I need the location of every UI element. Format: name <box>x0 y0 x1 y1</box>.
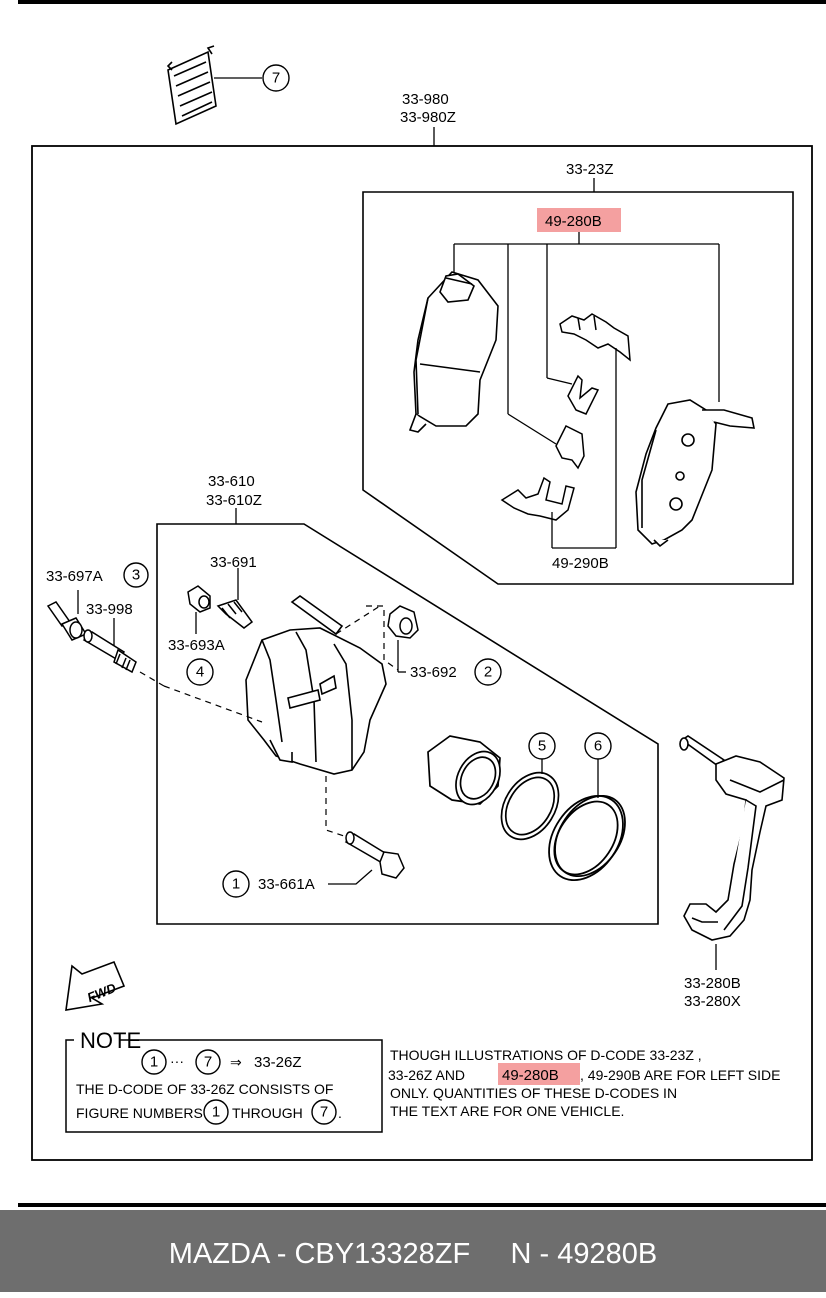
pin-boot <box>46 601 88 641</box>
callout-1: 1 <box>232 876 240 893</box>
piston <box>427 735 501 806</box>
guide-pin <box>82 629 137 674</box>
footer-oem-number: 49280B <box>557 1238 658 1270</box>
caliper-bracket <box>679 735 785 941</box>
label-33-610: 33-610 <box>208 473 255 490</box>
kit-bag-icon <box>166 45 217 126</box>
footer-bar <box>0 1210 826 1292</box>
bottom-border <box>18 1203 826 1207</box>
piston-seal <box>500 771 560 841</box>
label-33-980Z: 33-980Z <box>400 109 456 126</box>
callout-7: 7 <box>272 70 280 87</box>
caliper-frame <box>156 523 659 925</box>
label-33-280X: 33-280X <box>684 993 741 1010</box>
remark-line-4: THE TEXT ARE FOR ONE VEHICLE. <box>390 1103 624 1119</box>
note-range-separator: ··· <box>170 1053 184 1069</box>
note-arrow: ⇒ <box>230 1054 242 1070</box>
shim-part-leaders <box>551 348 617 549</box>
caliper-bolt <box>344 831 405 879</box>
bleeder-cap <box>187 585 211 613</box>
note-line-2b: THROUGH <box>232 1105 303 1121</box>
label-33-692: 33-692 <box>410 664 457 681</box>
remark-line-1: THOUGH ILLUSTRATIONS OF D-CODE 33-23Z , <box>390 1047 702 1063</box>
bleeder-screw <box>216 599 254 629</box>
callout-circle-7 <box>262 64 290 92</box>
alignment-dashes <box>139 605 399 839</box>
piston-boot <box>548 794 626 882</box>
note-callout-circle-7b <box>311 1099 337 1125</box>
callout-3: 3 <box>132 567 140 584</box>
footer-caption: MAZDA - CBY13328ZF N - 49280B <box>168 1238 658 1270</box>
label-33-693A: 33-693A <box>168 637 225 654</box>
assembly-frame <box>31 145 813 1161</box>
fwd-arrow-icon <box>65 960 126 1011</box>
label-33-691: 33-691 <box>210 554 257 571</box>
top-border <box>18 0 826 4</box>
note-callout-circle-7 <box>195 1049 221 1075</box>
note-callout-circle-1 <box>141 1049 167 1075</box>
callout-circle-3 <box>123 562 149 588</box>
remark-line-2a: 33-26Z AND <box>388 1067 465 1083</box>
remark-line-2-part: 49-280B <box>502 1067 559 1084</box>
note-line-1: THE D-CODE OF 33-26Z CONSISTS OF <box>76 1081 333 1097</box>
note-callout-circle-1b <box>203 1099 229 1125</box>
label-33-998: 33-998 <box>86 601 133 618</box>
upper-shim <box>559 313 631 415</box>
leader-bolt <box>328 869 373 885</box>
callout-5: 5 <box>538 738 546 755</box>
dust-boot <box>387 605 419 639</box>
lower-shim <box>500 424 585 521</box>
footer-oem-prefix: N <box>510 1238 532 1270</box>
label-33-23Z: 33-23Z <box>566 161 614 178</box>
footer-brand: MAZDA <box>168 1238 269 1270</box>
remark-line-2b: , 49-290B ARE FOR LEFT SIDE <box>580 1067 780 1083</box>
callout-4: 4 <box>196 664 204 681</box>
note-callout-7: 7 <box>204 1054 212 1071</box>
callout-circle-2 <box>474 658 502 686</box>
callout-6: 6 <box>594 738 602 755</box>
footer-part-number: CBY13328ZF <box>294 1238 471 1270</box>
label-33-610Z: 33-610Z <box>206 492 262 509</box>
note-callout-7b: 7 <box>320 1104 328 1121</box>
callout-2: 2 <box>484 664 492 681</box>
label-33-661A: 33-661A <box>258 876 315 893</box>
note-callout-1b: 1 <box>212 1104 220 1121</box>
pad-part-leaders <box>453 232 720 445</box>
remark-highlight <box>498 1063 580 1085</box>
pad-kit-frame <box>362 191 794 585</box>
outer-brake-pad <box>635 399 755 548</box>
remark-line-3: ONLY. QUANTITIES OF THESE D-CODES IN <box>390 1085 677 1101</box>
note-callout-1: 1 <box>150 1054 158 1071</box>
label-33-980: 33-980 <box>402 91 449 108</box>
pad-part-highlight <box>537 208 621 232</box>
callout-circle-1 <box>222 870 250 898</box>
label-33-280B: 33-280B <box>684 975 741 992</box>
label-49-280B: 49-280B <box>545 213 602 230</box>
note-line-2a: FIGURE NUMBERS <box>76 1105 203 1121</box>
inner-brake-pad <box>408 271 499 433</box>
note-box <box>65 1039 383 1133</box>
callout-circle-4 <box>186 658 214 686</box>
note-line-2-end: . <box>338 1105 342 1121</box>
label-33-697A: 33-697A <box>46 568 103 585</box>
note-kit-code: 33-26Z <box>254 1054 302 1071</box>
caliper-body <box>245 595 387 775</box>
label-49-290B: 49-290B <box>552 555 609 572</box>
note-title: NOTE <box>80 1028 141 1053</box>
